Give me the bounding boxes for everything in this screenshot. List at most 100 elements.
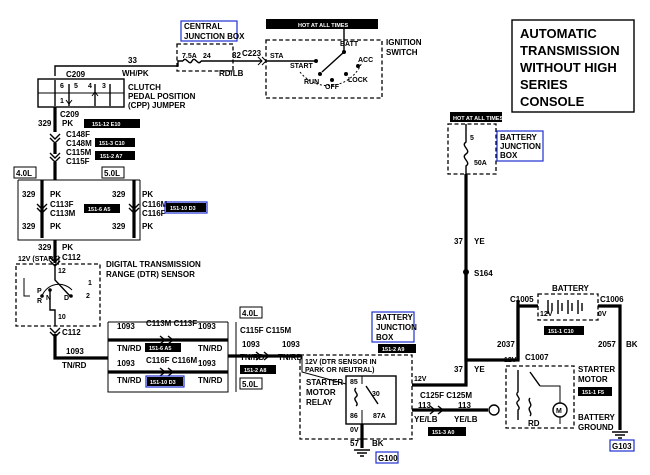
pin-86: 86 <box>350 413 358 420</box>
fuse-24-symbol <box>182 58 202 64</box>
battery-jb-top-label-3: BOX <box>500 151 518 160</box>
dtr-label-2: RANGE (DTR) SENSOR <box>106 270 195 279</box>
title-line-1: AUTOMATIC <box>520 26 597 41</box>
pin-85: 85 <box>350 379 358 386</box>
wire-329-50-color-b: PK <box>142 222 153 231</box>
relay-label-3: RELAY <box>306 398 333 407</box>
start-contact <box>314 59 318 63</box>
title-line-2: TRANSMISSION <box>520 43 620 58</box>
wire-1093-40-color-b: TN/RD <box>198 344 223 353</box>
starter-12v: 12V <box>504 357 517 364</box>
switch-wiper <box>321 51 345 73</box>
central-junction-box: CENTRAL JUNCTION BOX 7.5A 24 <box>176 20 245 72</box>
switch-pos-start: START <box>290 63 314 70</box>
switch-arc <box>299 61 363 87</box>
c115-connector-symbol-bottom <box>255 351 271 361</box>
ref-badge-151-1-c10 <box>544 326 584 335</box>
connector-c209-top: C209 <box>66 70 86 79</box>
ground-g103: G103 <box>612 442 632 451</box>
title-line-5: CONSOLE <box>520 94 585 109</box>
connector-c116f-c116m: C116F C116M <box>146 356 197 365</box>
connector-c115f-c115m: C115F C115M <box>240 326 291 335</box>
wire-2037-color: RD <box>528 419 540 428</box>
ref-151-6-a5-bottom: 151-6 A5 <box>149 346 171 352</box>
wire-1093-50-label-a: 1093 <box>117 359 135 368</box>
wire-1093-color-main: TN/RD <box>62 361 87 370</box>
wire-2037-label: 2037 <box>497 340 515 349</box>
connector-c148f: C148F <box>66 130 90 139</box>
battery-jb-top-label-1: BATTERY <box>500 133 538 142</box>
title-line-4: SERIES <box>520 77 568 92</box>
hot-at-all-times-badge-top <box>266 19 378 29</box>
ref-badge-151-6-a5 <box>84 204 120 213</box>
wire-113-label-a: 113 <box>418 401 431 410</box>
pin-12: 12 <box>58 268 66 275</box>
ref-151-2-a7: 151-2 A7 <box>100 154 122 160</box>
battery-jb-top-label-2: JUNCTION <box>500 142 541 151</box>
c148-connector-symbol <box>49 133 61 144</box>
wire-37-label-bottom: 37 <box>454 365 463 374</box>
engine-option-bracket <box>17 180 141 241</box>
c115-connector-symbol <box>49 152 61 163</box>
connector-c1005: C1005 <box>510 295 534 304</box>
wire-329-label-1: 329 <box>38 119 52 128</box>
ref-badge-151-2-a8 <box>240 365 276 374</box>
wire-329-50-label-a: 329 <box>112 190 126 199</box>
wire-1093-40-color-a: TN/RD <box>117 344 142 353</box>
wire-1093-50-color-b: TN/RD <box>198 376 223 385</box>
title-frame <box>511 19 635 113</box>
wire-113-label-b: 113 <box>458 401 471 410</box>
starter-outline <box>505 365 575 429</box>
acc-contact <box>356 64 360 68</box>
ref-badge-151-1-f5 <box>578 387 612 396</box>
engine-50-box-top <box>101 166 125 179</box>
dtr-output-wire <box>49 290 56 326</box>
starter-contact <box>529 371 541 387</box>
fuse-rating: 7.5A <box>182 53 197 60</box>
battery-12v: 12V <box>540 311 553 318</box>
wire-329-40-label-b: 329 <box>22 222 36 231</box>
starter-internal-wiring <box>540 385 561 424</box>
starter-motor-relay: 12V (DTR SENSOR IN PARK OR NEUTRAL) STAR… <box>299 354 413 440</box>
switch-pos-off: OFF <box>325 84 340 91</box>
dtr-contact-p <box>40 294 44 298</box>
wire-1093-40-label-b: 1093 <box>198 322 216 331</box>
wire-1093-label-main: 1093 <box>66 347 84 356</box>
starter-solenoid-coil <box>516 370 520 420</box>
connector-c116f: C116F <box>142 209 166 218</box>
wire-57-label: 57 <box>350 439 359 448</box>
connector-c125f-c125m: C125F C125M <box>420 391 472 400</box>
wire-33-label: 33 <box>128 56 137 65</box>
wire-57-color: BK <box>372 439 384 448</box>
ground-g103-box <box>609 439 635 452</box>
wire-33 <box>54 60 183 76</box>
ref-badge-151-10-d3-bottom <box>147 377 183 386</box>
relay-box-outline <box>299 354 413 440</box>
lock-contact <box>344 72 348 76</box>
fuse-number: 24 <box>203 53 211 60</box>
ref-151-6-a5: 151-6 A5 <box>88 207 110 213</box>
battery-jb-mid-label-3: BOX <box>376 333 394 342</box>
ignition-switch-outline <box>265 39 383 99</box>
dtr-ground-link <box>23 278 30 297</box>
starter-field-coil <box>528 397 532 417</box>
switch-pos-lock: LOCK <box>348 77 368 84</box>
battery-jb-top-highlight <box>496 130 544 162</box>
pin-5: 5 <box>74 83 78 90</box>
wire-1093-40-label-a: 1093 <box>117 322 135 331</box>
relay-label-2: MOTOR <box>306 388 336 397</box>
wire-329-50-label-b: 329 <box>112 222 126 231</box>
central-junction-box-highlight <box>180 20 238 42</box>
engine-50-box-bottom <box>239 377 263 390</box>
off-contact <box>330 78 334 82</box>
ground-g100-symbol <box>354 449 370 457</box>
ref-151-1-f5: 151-1 F5 <box>582 390 604 396</box>
ref-badge-151-2-a7 <box>95 151 135 160</box>
connector-c148m: C148M <box>66 139 92 148</box>
battery-jb-mid-label-1: BATTERY <box>376 313 414 322</box>
ref-badge-151-2-a9 <box>378 344 416 353</box>
ignition-switch-label-2: SWITCH <box>386 48 418 57</box>
voltage-12v-start: 12V (START) <box>18 256 60 263</box>
switch-pos-acc: ACC <box>358 57 373 64</box>
